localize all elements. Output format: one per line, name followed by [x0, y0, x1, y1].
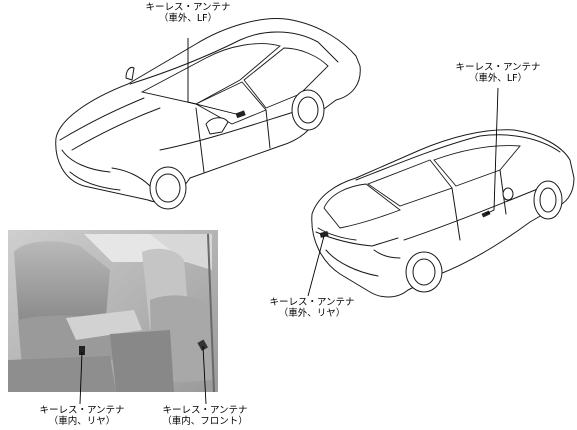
- rear-car-side-antenna-label-line1: キーレス・アンテナ: [455, 62, 541, 73]
- rear-car-rear-antenna-label: キーレス・アンテナ （車外、リヤ）: [242, 297, 382, 319]
- rear-car-side-antenna-label-line2: （車外、LF）: [468, 73, 528, 84]
- interior-rear-antenna-marker: [79, 346, 85, 355]
- rear-car-rear-antenna-label-line2: （車外、リヤ）: [278, 308, 346, 319]
- front-car-antenna-label-line1: キーレス・アンテナ: [145, 2, 231, 13]
- rear-car-rear-antenna-marker: [319, 231, 329, 238]
- rear-view-car: [311, 129, 575, 298]
- leader-lines: [79, 38, 499, 405]
- front-car-antenna-label: キーレス・アンテナ （車外、LF）: [118, 2, 258, 24]
- interior-front-antenna-label-line2: （車内、フロント）: [162, 416, 248, 427]
- interior-front-antenna-label-line1: キーレス・アンテナ: [162, 405, 248, 416]
- interior-rear-antenna-label-line2: （車内、リヤ）: [48, 416, 116, 427]
- front-car-antenna-marker: [235, 110, 246, 119]
- interior-rear-antenna-label-line1: キーレス・アンテナ: [39, 405, 125, 416]
- interior-front-antenna-label: キーレス・アンテナ （車内、フロント）: [135, 405, 275, 427]
- interior-rear-antenna-label: キーレス・アンテナ （車内、リヤ）: [12, 405, 152, 427]
- interior-photo: [8, 230, 218, 393]
- rear-car-rear-antenna-label-line1: キーレス・アンテナ: [269, 297, 355, 308]
- front-car-antenna-label-line2: （車外、LF）: [158, 13, 218, 24]
- rear-car-side-antenna-label: キーレス・アンテナ （車外、LF）: [428, 62, 568, 84]
- front-view-car: [55, 18, 361, 210]
- interior-front-antenna-marker: [197, 339, 208, 351]
